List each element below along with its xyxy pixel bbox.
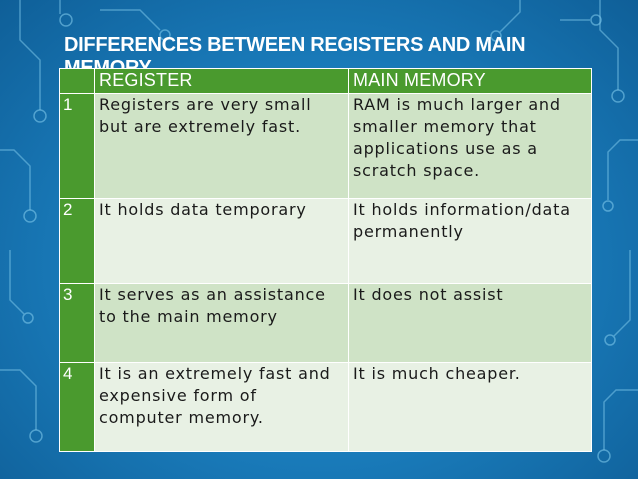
register-cell: It holds data temporary — [94, 198, 349, 284]
main-memory-cell: It is much cheaper. — [348, 362, 592, 452]
table-row: 1 Registers are very small but are extre… — [59, 93, 592, 199]
register-cell: Registers are very small but are extreme… — [94, 93, 349, 199]
table-header-row: REGISTER MAIN MEMORY — [59, 68, 592, 94]
table-row: 2 It holds data temporary It holds infor… — [59, 198, 592, 284]
register-cell: It serves as an assistance to the main m… — [94, 283, 349, 363]
header-main-memory: MAIN MEMORY — [348, 68, 592, 94]
table-row: 4 It is an extremely fast and expensive … — [59, 362, 592, 452]
comparison-table: REGISTER MAIN MEMORY 1 Registers are ver… — [59, 68, 592, 452]
header-number — [59, 68, 95, 94]
header-register: REGISTER — [94, 68, 349, 94]
register-cell: It is an extremely fast and expensive fo… — [94, 362, 349, 452]
row-number: 4 — [59, 362, 95, 452]
main-memory-cell: RAM is much larger and smaller memory th… — [348, 93, 592, 199]
table-row: 3 It serves as an assistance to the main… — [59, 283, 592, 363]
row-number: 1 — [59, 93, 95, 199]
row-number: 2 — [59, 198, 95, 284]
row-number: 3 — [59, 283, 95, 363]
main-memory-cell: It holds information/data permanently — [348, 198, 592, 284]
main-memory-cell: It does not assist — [348, 283, 592, 363]
